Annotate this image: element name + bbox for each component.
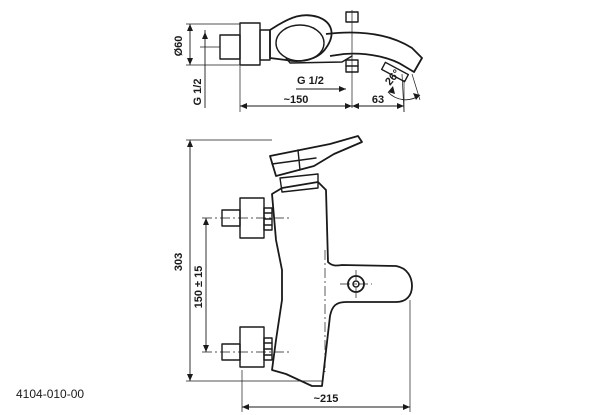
front-view <box>186 135 413 412</box>
dim-thread-center: G 1/2 <box>297 75 324 87</box>
dim-outlet: 63 <box>372 94 384 106</box>
dim-height: 303 <box>173 253 185 271</box>
dim-width-top: ~150 <box>284 94 309 106</box>
product-code: 4104-010-00 <box>16 387 84 401</box>
dim-total-width: ~215 <box>314 393 339 405</box>
top-view <box>186 10 423 113</box>
dim-spacing: 150 ± 15 <box>193 266 205 309</box>
dim-thread-left: G 1/2 <box>192 79 204 106</box>
dim-diameter: Ø60 <box>173 36 185 57</box>
